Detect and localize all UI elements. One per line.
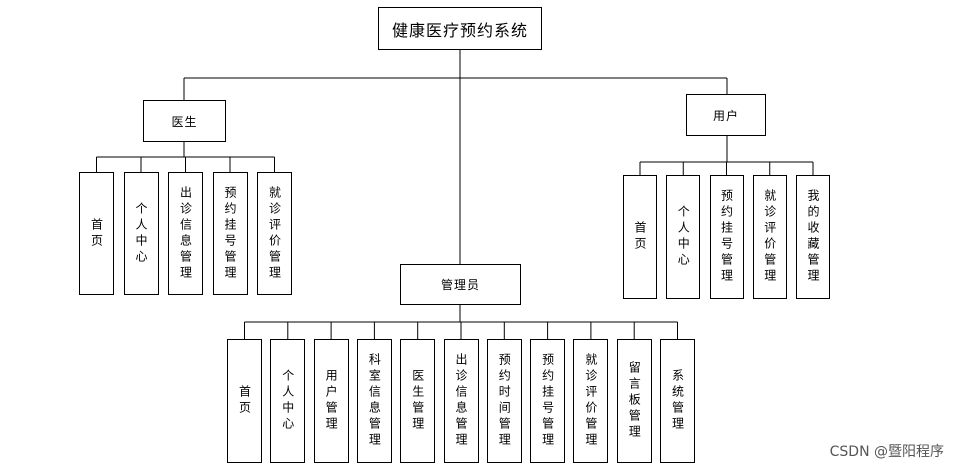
leaf-admin-3-label: 科室信息管理: [367, 353, 382, 449]
leaf-admin-10-label: 系统管理: [670, 369, 685, 433]
leaf-user-1: 个人中心: [666, 175, 701, 299]
leaf-admin-3: 科室信息管理: [356, 339, 392, 463]
leaf-doctor-4-label: 就诊评价管理: [267, 185, 282, 282]
leaf-user-2-label: 预约挂号管理: [719, 189, 734, 285]
leaf-admin-1-label: 个人中心: [280, 369, 295, 433]
leaf-doctor-2-label: 出诊信息管理: [178, 185, 193, 282]
leaf-user-3: 就诊评价管理: [752, 175, 787, 299]
leaf-doctor-0-label: 首页: [89, 217, 104, 250]
leaf-user-0: 首页: [623, 175, 657, 299]
leaf-admin-9: 留言板管理: [616, 339, 652, 463]
leaf-doctor-0: 首页: [79, 172, 114, 295]
leaf-admin-10: 系统管理: [660, 339, 695, 463]
leaf-doctor-3-label: 预约挂号管理: [223, 185, 237, 282]
leaf-user-4: 我的收藏管理: [796, 175, 830, 299]
leaf-user-0-label: 首页: [633, 221, 647, 253]
leaf-admin-2: 用户管理: [313, 339, 349, 463]
leaf-admin-5: 出诊信息管理: [443, 339, 479, 463]
role-node-doctor-label: 医生: [171, 114, 198, 129]
leaf-admin-7-label: 预约挂号管理: [540, 353, 555, 449]
leaf-doctor-1-label: 个人中心: [134, 201, 148, 266]
leaf-doctor-3: 预约挂号管理: [212, 172, 248, 295]
leaf-admin-8-label: 就诊评价管理: [583, 353, 598, 449]
leaf-doctor-1: 个人中心: [123, 172, 159, 295]
root-node-label: 健康医疗预约系统: [391, 20, 528, 40]
role-node-admin-label: 管理员: [440, 278, 480, 292]
leaf-doctor-4: 就诊评价管理: [257, 172, 292, 295]
leaf-admin-1: 个人中心: [270, 339, 306, 463]
leaf-admin-8: 就诊评价管理: [573, 339, 609, 463]
leaf-admin-2-label: 用户管理: [324, 369, 339, 433]
role-node-user: 用户: [686, 94, 766, 136]
leaf-admin-0-label: 首页: [237, 385, 252, 417]
leaf-admin-5-label: 出诊信息管理: [454, 353, 468, 449]
role-node-admin: 管理员: [400, 264, 521, 305]
csdn-watermark: CSDN @暨阳程序: [829, 444, 944, 460]
leaf-admin-4: 医生管理: [400, 339, 436, 463]
leaf-admin-9-label: 留言板管理: [627, 361, 642, 441]
leaf-user-4-label: 我的收藏管理: [806, 189, 820, 285]
leaf-user-3-label: 就诊评价管理: [762, 189, 777, 285]
leaf-admin-4-label: 医生管理: [410, 369, 425, 433]
role-node-doctor: 医生: [143, 100, 226, 142]
role-node-user-label: 用户: [712, 108, 739, 123]
leaf-user-1-label: 个人中心: [676, 205, 691, 269]
leaf-user-2: 预约挂号管理: [709, 175, 744, 299]
leaf-admin-6-label: 预约时间管理: [497, 353, 512, 449]
root-node: 健康医疗预约系统: [378, 7, 542, 50]
leaf-admin-7: 预约挂号管理: [530, 339, 566, 463]
leaf-doctor-2: 出诊信息管理: [168, 172, 203, 295]
leaf-admin-0: 首页: [227, 339, 262, 463]
leaf-admin-6: 预约时间管理: [486, 339, 522, 463]
